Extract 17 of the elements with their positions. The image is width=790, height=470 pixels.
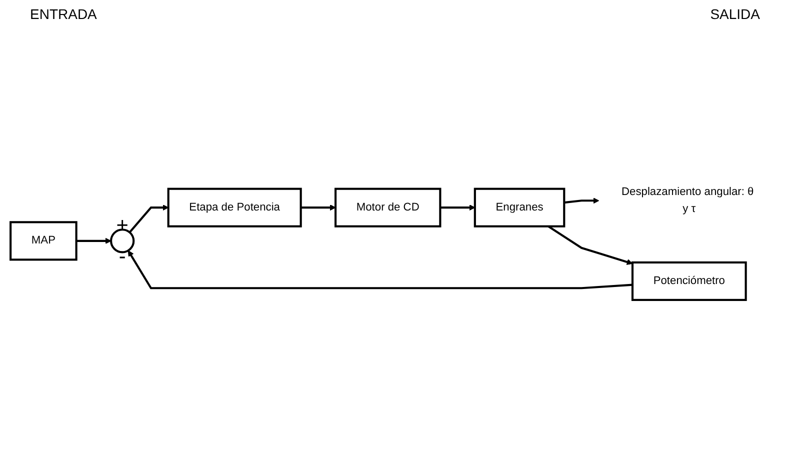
arrow [440, 204, 476, 211]
arrow [548, 226, 633, 266]
node-text: Desplazamiento angular: θ y τ [622, 186, 754, 215]
arrow [76, 238, 112, 244]
node-box: Etapa de Potencia [167, 188, 302, 228]
node-box: MAP [10, 221, 78, 261]
node-box: Motor de CD [334, 188, 442, 228]
arrow [564, 198, 600, 204]
node-circle [110, 228, 135, 254]
arrow [128, 250, 633, 290]
io-label: SALIDA [710, 6, 760, 22]
io-label: ENTRADA [30, 6, 97, 22]
node-box: Engranes [474, 188, 566, 228]
node-label: - [118, 245, 126, 268]
arrow [128, 204, 169, 234]
node-box: Potenciómetro [631, 262, 747, 302]
arrow [300, 204, 336, 211]
